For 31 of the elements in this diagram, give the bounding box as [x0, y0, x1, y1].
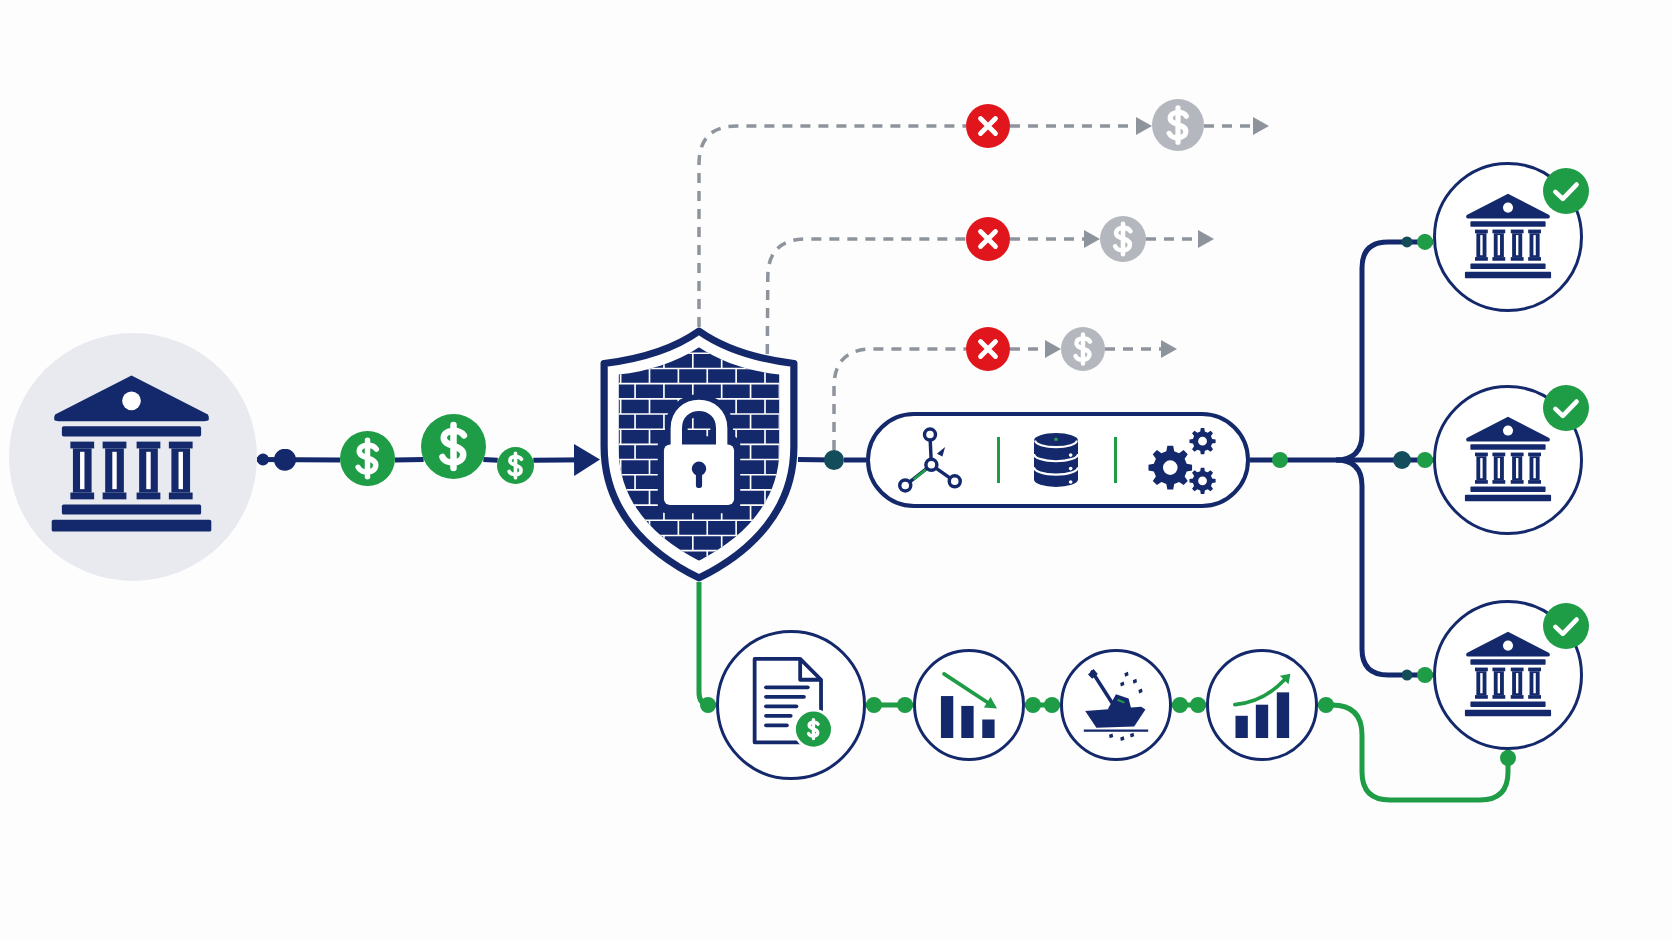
dashed-arrow — [1010, 117, 1152, 135]
cross-mark-icon — [966, 104, 1010, 148]
cross-mark-icon — [966, 327, 1010, 371]
dollar-coin-icon — [1100, 216, 1146, 262]
dashed-arrow — [1010, 230, 1100, 248]
connector-line — [1318, 697, 1516, 803]
dashed-line — [765, 237, 966, 354]
dashed-arrow — [1146, 230, 1214, 248]
connector-line — [844, 457, 866, 463]
connector-line — [866, 697, 913, 713]
connector-line — [257, 448, 340, 471]
connector-line — [1172, 697, 1206, 713]
dashed-arrow — [1204, 117, 1269, 135]
dollar-coin-icon — [340, 431, 395, 486]
connector-line — [696, 582, 716, 713]
dashed-arrow — [1105, 340, 1177, 358]
connector-line — [1025, 697, 1060, 713]
arrow — [533, 443, 600, 476]
dashed-arrow — [1010, 340, 1061, 358]
connector-line — [483, 457, 498, 463]
connector-line — [394, 457, 424, 463]
dollar-coin-icon — [497, 447, 534, 484]
connector-line — [797, 450, 844, 470]
dollar-coin-icon — [1061, 327, 1105, 371]
dashed-line — [697, 124, 966, 327]
shield-padlock-icon — [600, 327, 798, 582]
connector-line — [1333, 457, 1433, 683]
dollar-coin-icon — [1152, 99, 1204, 151]
cross-mark-icon — [966, 217, 1010, 261]
dashed-line — [832, 347, 966, 450]
connector-line — [1250, 452, 1336, 468]
